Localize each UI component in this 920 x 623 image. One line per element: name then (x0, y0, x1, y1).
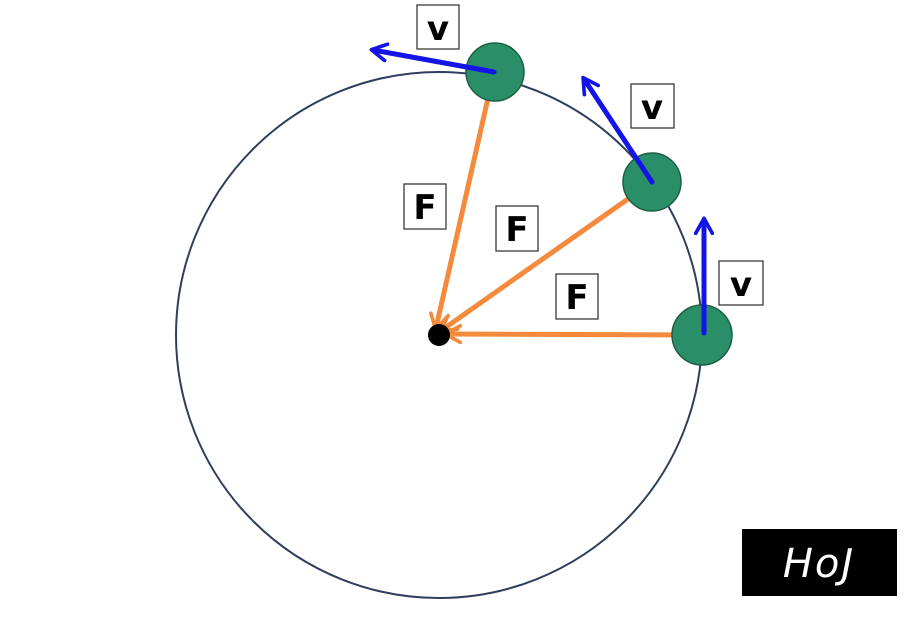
svg-text:HoJ: HoJ (783, 541, 855, 587)
svg-text:F: F (505, 210, 528, 250)
force-arrow-upper-right (442, 179, 655, 330)
svg-text:v: v (641, 88, 663, 128)
hoj-logo: HoJ (742, 529, 897, 596)
velocity-arrow-upper-right (584, 79, 655, 185)
force-arrow-right (447, 334, 703, 335)
force-label-right: F (555, 273, 599, 320)
velocity-label-top: v (416, 4, 460, 50)
force-label-upper-right: F (495, 205, 539, 252)
center-dot (428, 324, 450, 346)
svg-text:F: F (565, 278, 588, 318)
velocity-arrow-top (373, 50, 497, 75)
svg-text:v: v (427, 9, 449, 49)
svg-text:F: F (413, 188, 436, 228)
svg-text:v: v (730, 265, 752, 305)
velocity-label-upper-right: v (630, 83, 675, 129)
force-label-top: F (403, 183, 447, 230)
force-arrow-top (436, 73, 496, 328)
velocity-label-right: v (718, 260, 764, 306)
